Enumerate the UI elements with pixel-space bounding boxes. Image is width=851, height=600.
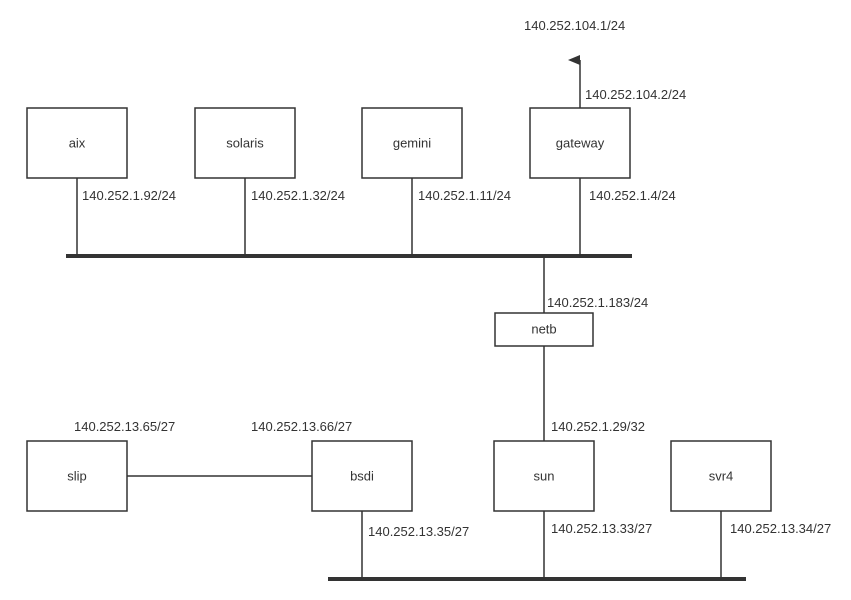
addr-gateway-up: 140.252.104.2/24: [585, 87, 686, 102]
addr-solaris: 140.252.1.32/24: [251, 188, 345, 203]
addr-bsdi-down: 140.252.13.35/27: [368, 524, 469, 539]
node-netb: netb: [494, 312, 594, 347]
addr-aix: 140.252.1.92/24: [82, 188, 176, 203]
node-gateway: gateway: [529, 107, 631, 179]
addr-gateway-down: 140.252.1.4/24: [589, 188, 676, 203]
node-solaris-label: solaris: [226, 135, 264, 150]
node-aix: aix: [26, 107, 128, 179]
node-sun-label: sun: [534, 468, 555, 483]
node-gemini-label: gemini: [393, 135, 431, 150]
node-gateway-label: gateway: [556, 135, 605, 150]
addr-slip: 140.252.13.65/27: [74, 419, 175, 434]
node-sun: sun: [493, 440, 595, 512]
node-slip: slip: [26, 440, 128, 512]
node-aix-label: aix: [69, 135, 86, 150]
node-svr4-label: svr4: [709, 468, 734, 483]
addr-sun-down: 140.252.13.33/27: [551, 521, 652, 536]
node-slip-label: slip: [67, 468, 87, 483]
node-bsdi-label: bsdi: [350, 468, 374, 483]
node-svr4: svr4: [670, 440, 772, 512]
node-bsdi: bsdi: [311, 440, 413, 512]
addr-netb-up: 140.252.1.183/24: [547, 295, 648, 310]
addr-sun-up: 140.252.1.29/32: [551, 419, 645, 434]
addr-svr4: 140.252.13.34/27: [730, 521, 831, 536]
addr-bsdi-slip: 140.252.13.66/27: [251, 419, 352, 434]
addr-external: 140.252.104.1/24: [524, 18, 625, 33]
node-netb-label: netb: [531, 321, 556, 336]
node-solaris: solaris: [194, 107, 296, 179]
addr-gemini: 140.252.1.11/24: [418, 188, 511, 203]
node-gemini: gemini: [361, 107, 463, 179]
